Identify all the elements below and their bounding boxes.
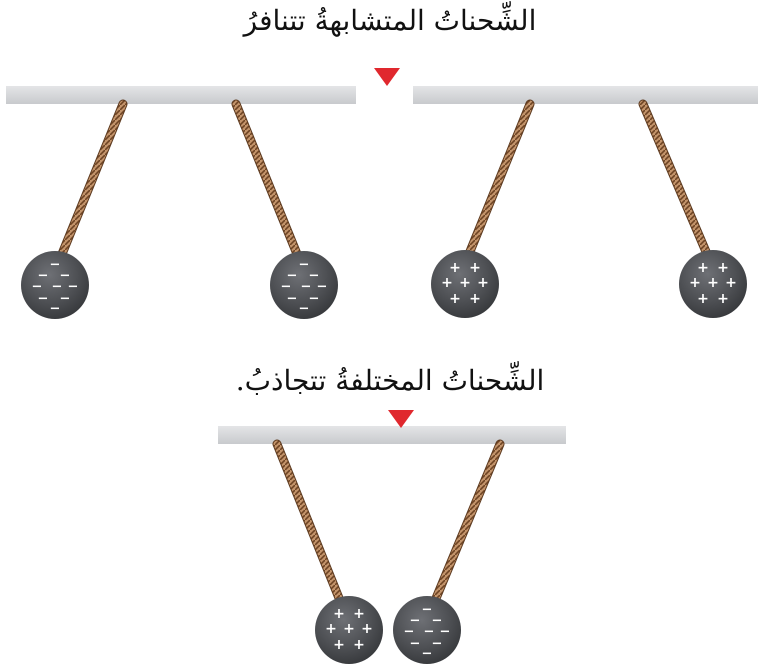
rope bbox=[639, 100, 711, 258]
negative-charge-sign: − bbox=[38, 269, 49, 284]
negative-charge-sign: − bbox=[410, 614, 421, 629]
positive-charge-sign: + bbox=[477, 275, 489, 291]
negative-charge-sign: − bbox=[410, 637, 421, 652]
ball-positive: +++++++ bbox=[679, 250, 747, 318]
positive-charge-sign: + bbox=[343, 621, 355, 637]
positive-charge-sign: + bbox=[441, 275, 453, 291]
rope bbox=[465, 100, 534, 258]
ball-negative: −−−−−−−−− bbox=[393, 596, 461, 664]
ball-negative: −−−−−−−−− bbox=[21, 251, 89, 319]
negative-charge-sign: − bbox=[432, 614, 443, 629]
negative-charge-sign: − bbox=[317, 280, 328, 295]
positive-charge-sign: + bbox=[697, 260, 709, 276]
positive-charge-sign: + bbox=[325, 621, 337, 637]
positive-charge-sign: + bbox=[333, 637, 345, 653]
support-bar-bottom bbox=[218, 426, 566, 444]
negative-charge-sign: − bbox=[301, 280, 312, 295]
negative-charge-sign: − bbox=[50, 302, 61, 317]
positive-charge-sign: + bbox=[469, 291, 481, 307]
negative-charge-sign: − bbox=[287, 269, 298, 284]
negative-charge-sign: − bbox=[50, 258, 61, 273]
support-bar-right bbox=[413, 86, 758, 104]
indicator-arrow-bottom bbox=[388, 410, 414, 428]
negative-charge-sign: − bbox=[299, 302, 310, 317]
negative-charge-sign: − bbox=[52, 280, 63, 295]
positive-charge-sign: + bbox=[717, 291, 729, 307]
rope bbox=[232, 100, 301, 258]
positive-charge-sign: + bbox=[353, 637, 365, 653]
negative-charge-sign: − bbox=[60, 269, 71, 284]
support-bar-left bbox=[6, 86, 356, 104]
positive-charge-sign: + bbox=[717, 260, 729, 276]
positive-charge-sign: + bbox=[697, 291, 709, 307]
ball-positive: +++++++ bbox=[315, 596, 383, 664]
ball-negative: −−−−−−−−− bbox=[270, 251, 338, 319]
caption-like-charges-repel: الشِّحناتُ المتشابهةُ تتنافرُ bbox=[243, 4, 537, 37]
positive-charge-sign: + bbox=[449, 291, 461, 307]
negative-charge-sign: − bbox=[432, 637, 443, 652]
rope bbox=[273, 440, 347, 612]
positive-charge-sign: + bbox=[361, 621, 373, 637]
positive-charge-sign: + bbox=[333, 606, 345, 622]
ropes bbox=[57, 99, 712, 613]
positive-charge-sign: + bbox=[459, 275, 471, 291]
caption-unlike-charges-attract: الشِّحناتُ المختلفةُ تتجاذبُ. bbox=[235, 364, 545, 397]
positive-charge-sign: + bbox=[469, 260, 481, 276]
positive-charge-sign: + bbox=[725, 275, 737, 291]
indicator-arrow-top bbox=[374, 68, 400, 86]
negative-charge-sign: − bbox=[422, 603, 433, 618]
positive-charge-sign: + bbox=[449, 260, 461, 276]
negative-charge-sign: − bbox=[440, 625, 451, 640]
negative-charge-sign: − bbox=[287, 292, 298, 307]
negative-charge-sign: − bbox=[38, 292, 49, 307]
positive-charge-sign: + bbox=[689, 275, 701, 291]
negative-charge-sign: − bbox=[424, 625, 435, 640]
negative-charge-sign: − bbox=[309, 292, 320, 307]
positive-charge-sign: + bbox=[707, 275, 719, 291]
rope bbox=[58, 100, 127, 258]
negative-charge-sign: − bbox=[281, 280, 292, 295]
ball-positive: +++++++ bbox=[431, 250, 499, 318]
negative-charge-sign: − bbox=[299, 258, 310, 273]
negative-charge-sign: − bbox=[60, 292, 71, 307]
negative-charge-sign: − bbox=[68, 280, 79, 295]
rope bbox=[428, 440, 504, 612]
negative-charge-sign: − bbox=[422, 647, 433, 662]
negative-charge-sign: − bbox=[309, 269, 320, 284]
negative-charge-sign: − bbox=[404, 625, 415, 640]
negative-charge-sign: − bbox=[32, 280, 43, 295]
positive-charge-sign: + bbox=[353, 606, 365, 622]
